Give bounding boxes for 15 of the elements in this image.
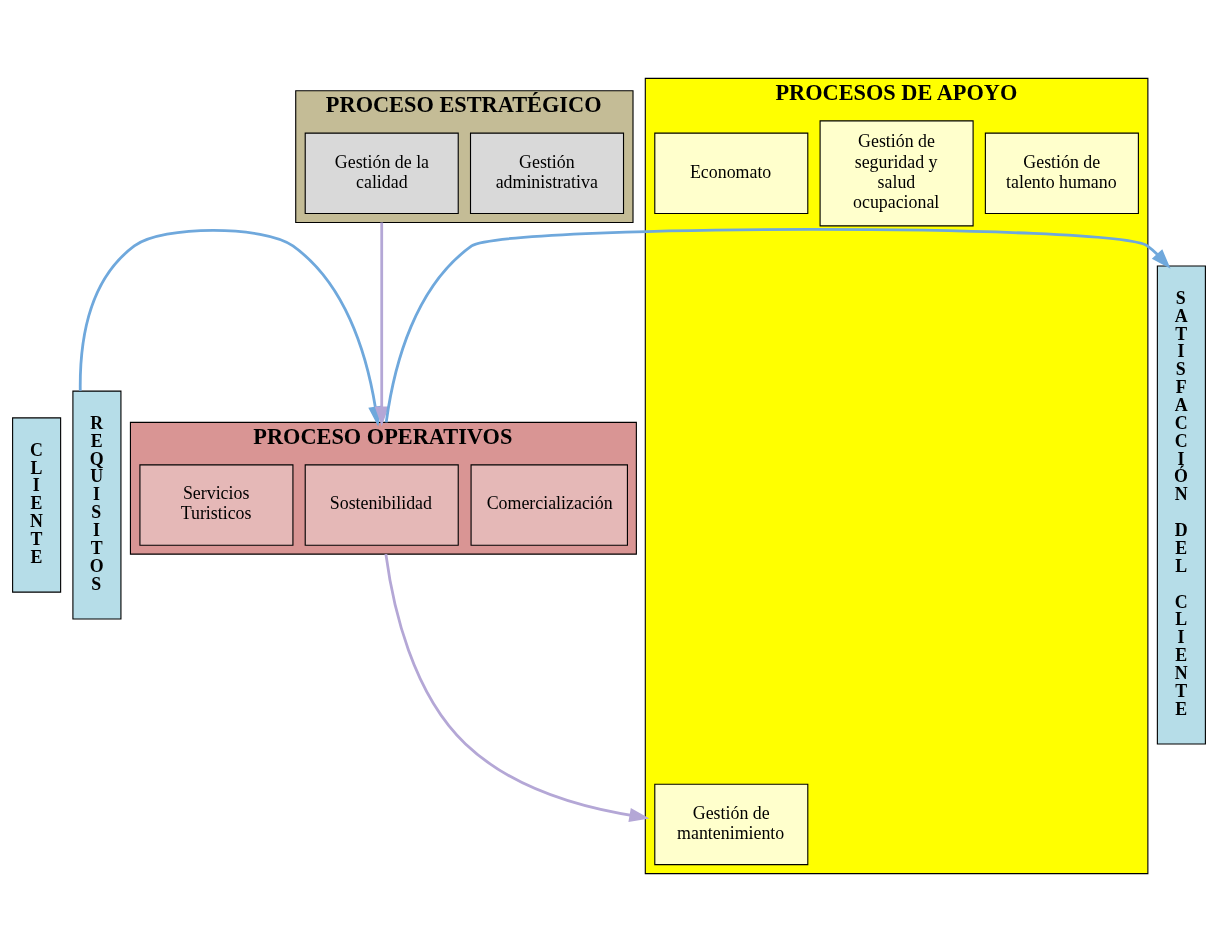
node-box: REQUISITOS xyxy=(72,390,122,620)
node-box: Gestión de la calidad xyxy=(304,132,459,215)
node-box: Gestión de mantenimiento xyxy=(654,783,809,866)
node-box: CLIENTE xyxy=(12,417,62,593)
node-box: Sostenibilidad xyxy=(304,464,459,546)
node-box: Servicios Turisticos xyxy=(139,464,294,546)
node-box: Comercialización xyxy=(470,464,628,546)
node-box: Gestión de seguridad y salud ocupacional xyxy=(819,120,974,227)
node-box: Gestión de talento humano xyxy=(984,132,1139,215)
node-box: Economato xyxy=(654,132,809,215)
node-box: Gestión administrativa xyxy=(469,132,625,215)
arrow xyxy=(384,553,650,822)
node-box: SATISFACCIÓN DEL CLIENTE xyxy=(1156,265,1206,745)
arrow xyxy=(374,222,389,427)
arrow xyxy=(384,228,1171,423)
